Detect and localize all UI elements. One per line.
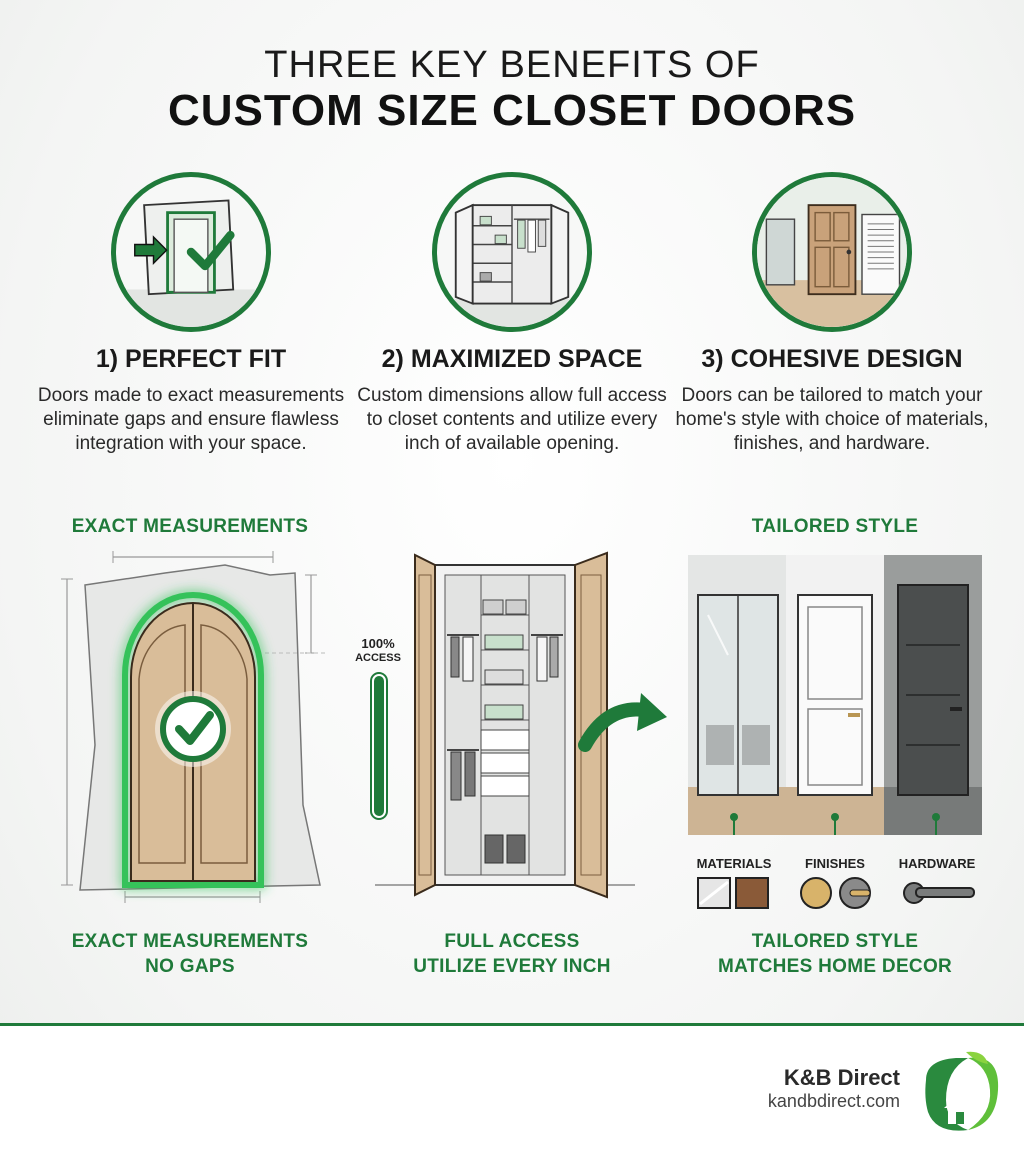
middle-caption-line-2: UTILIZE EVERY INCH — [413, 956, 611, 977]
open-closet-illustration — [345, 545, 675, 915]
footer-divider — [0, 1023, 1024, 1026]
benefit-title-3: 3) COHESIVE DESIGN — [701, 345, 963, 373]
brand-url[interactable]: kandbdirect.com — [767, 1091, 900, 1111]
right-caption-line-2: MATCHES HOME DECOR — [717, 956, 953, 977]
benefit-description-1: Doors made to exact measurements elimina… — [37, 385, 345, 454]
finishes-label: FINISHES — [805, 856, 865, 871]
brand-name: K&B Direct — [783, 1065, 900, 1090]
hardware-label: HARDWARE — [898, 856, 976, 871]
arched-door-illustration — [55, 545, 330, 915]
title-line-1: THREE KEY BENEFITS OF — [264, 44, 760, 86]
footer — [0, 1026, 1024, 1154]
benefit-description-2: Custom dimensions allow full access to c… — [357, 385, 667, 454]
open-closet-icon — [432, 172, 592, 332]
styled-doors-icon — [752, 172, 912, 332]
benefit-title-1: 1) PERFECT FIT — [95, 345, 287, 373]
materials-label: MATERIALS — [696, 856, 772, 871]
right-caption-line-1: TAILORED STYLE — [751, 931, 919, 952]
left-caption-line-2: NO GAPS — [145, 956, 235, 977]
benefit-description-3: Doors can be tailored to match your home… — [675, 385, 989, 454]
left-caption-line-1: EXACT MEASUREMENTS — [71, 931, 309, 952]
gauge-percent-label: 100% — [361, 636, 395, 651]
brand-logo-icon — [916, 1050, 1006, 1140]
door-fit-check-icon — [111, 172, 271, 332]
tailored-style-label: TAILORED STYLE — [751, 516, 919, 537]
gauge-access-label: ACCESS — [355, 652, 401, 664]
option-swatches — [694, 876, 984, 912]
middle-caption-line-1: FULL ACCESS — [444, 931, 580, 952]
benefit-title-2: 2) MAXIMIZED SPACE — [381, 345, 643, 373]
exact-measurements-label: EXACT MEASUREMENTS — [71, 516, 309, 537]
door-styles-illustration — [688, 555, 982, 845]
page-title: CUSTOM SIZE CLOSET DOORS — [167, 86, 857, 135]
